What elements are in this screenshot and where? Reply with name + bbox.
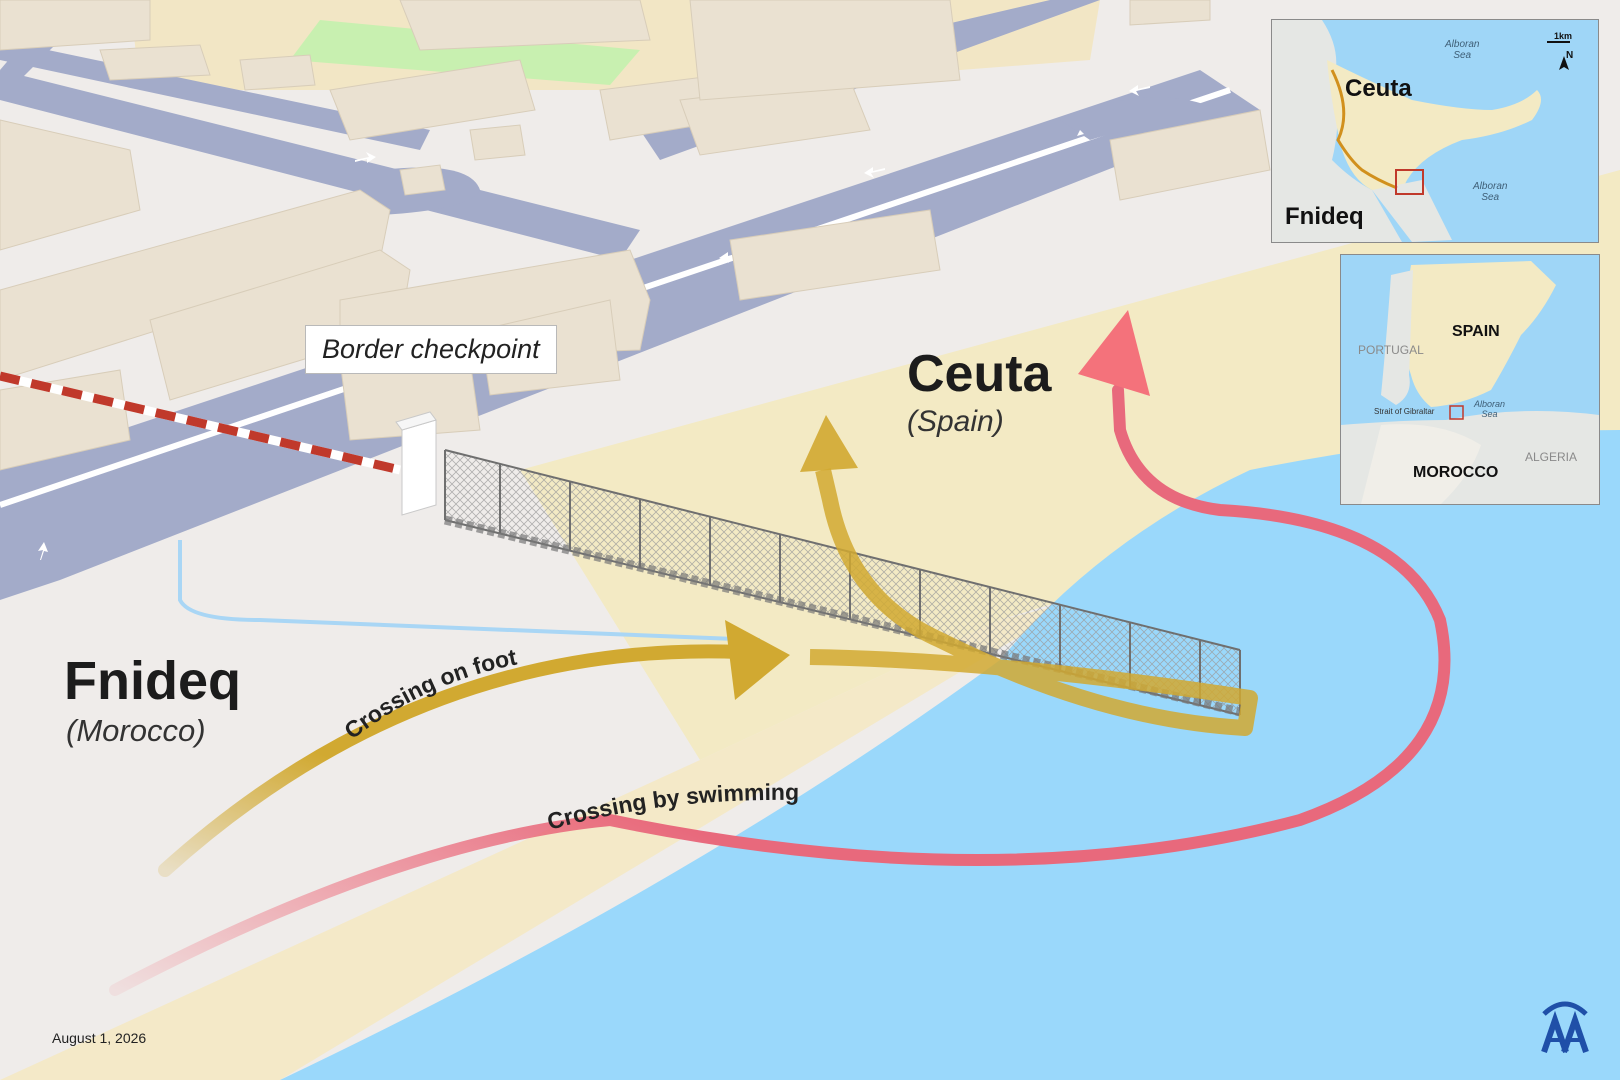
ceuta-country-label: (Spain) — [907, 405, 1004, 438]
anadolu-agency-logo-icon — [1541, 1001, 1589, 1053]
ceuta-city-label: Ceuta — [907, 345, 1052, 403]
portugal-label: PORTUGAL — [1358, 343, 1424, 357]
strait-label: Strait of Gibraltar — [1374, 407, 1435, 416]
inset-ceuta-city-label: Ceuta — [1345, 75, 1412, 102]
scale-label: 1km — [1554, 31, 1573, 41]
spain-label: SPAIN — [1452, 323, 1500, 340]
inset-sea-top-label: Alboran Sea — [1445, 39, 1480, 61]
algeria-label: ALGERIA — [1525, 450, 1578, 464]
inset-map-iberia: SPAIN PORTUGAL MOROCCO ALGERIA Strait of… — [1340, 254, 1600, 505]
checkpoint-label: Border checkpoint — [305, 325, 557, 374]
inset-sea-bottom-label: Alboran Sea — [1473, 181, 1508, 203]
iberia-locator-box — [1449, 405, 1464, 420]
checkpoint-pillar-icon — [395, 411, 437, 516]
date-label: August 1, 2026 — [52, 1030, 147, 1046]
inset-map-ceuta: Ceuta Fnideq Alboran Sea Alboran Sea 1km… — [1271, 19, 1599, 243]
ceuta-locator-box — [1395, 169, 1424, 195]
alboran-sea-label: Alboran Sea — [1474, 399, 1506, 419]
north-arrow-icon — [1559, 56, 1569, 70]
fnideq-city-label: Fnideq — [64, 651, 241, 711]
morocco-label: MOROCCO — [1413, 464, 1499, 481]
inset-fnideq-label: Fnideq — [1285, 203, 1364, 230]
fnideq-country-label: (Morocco) — [66, 713, 206, 748]
north-label: N — [1566, 50, 1574, 61]
